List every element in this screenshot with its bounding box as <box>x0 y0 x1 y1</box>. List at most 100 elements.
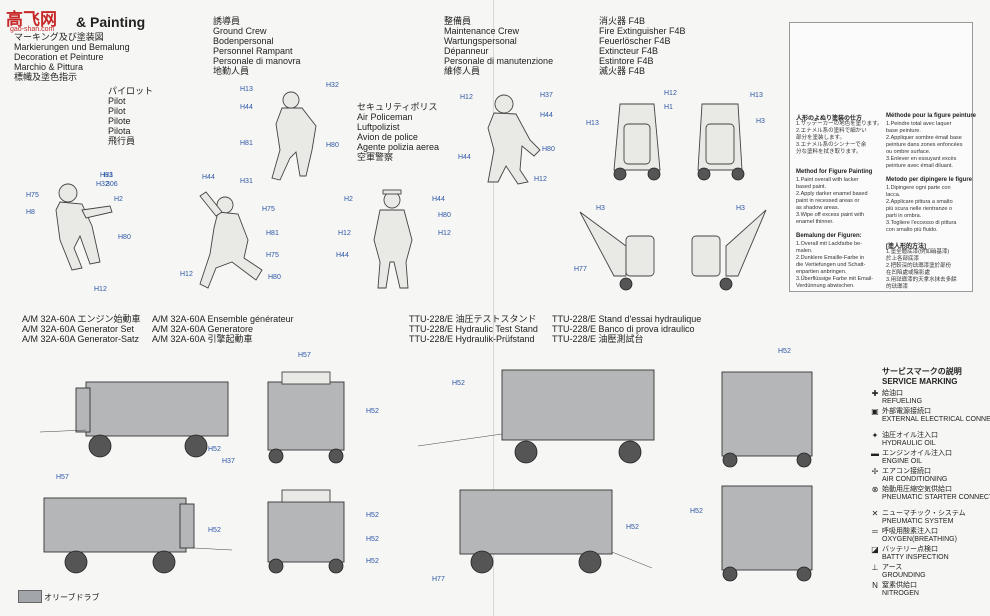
olive-drab-swatch <box>18 590 42 603</box>
service-marking-jp: 油圧オイル注入口 <box>882 432 938 439</box>
service-marking-en: ENGINE OIL <box>882 458 923 465</box>
instr-de-header: Bemalung der Figuren: <box>796 233 862 239</box>
instr-jp-line: 1.サッテーカーの地色を塗ります。 <box>796 121 883 127</box>
instr-it-header: Metodo per dipingere le figure <box>886 177 973 183</box>
hydraulic-test-stand-side-top <box>417 369 655 464</box>
maintenance-label: Personale di manutenzione <box>444 56 554 66</box>
pilot-label: Pilote <box>108 116 131 126</box>
ground-crew-label: Personale di manovra <box>213 56 301 66</box>
color-callout: H52 <box>626 524 639 531</box>
instr-cn-line: 1.塗全體底漆(例如硝基漆) <box>886 249 950 255</box>
generator-set-side-top <box>39 381 229 458</box>
instr-cn-line: 於上各部底漆 <box>886 256 920 262</box>
ground-crew-label: Ground Crew <box>213 26 267 36</box>
color-callout: H31 <box>240 178 253 185</box>
color-callout: H81 <box>266 230 279 237</box>
instr-de-line: enpartien anbringen. <box>796 269 847 275</box>
color-callout: H52 <box>366 512 379 519</box>
color-callout: H81 <box>240 140 253 147</box>
ground-crew-standing-figure <box>271 91 317 181</box>
header-line: 標幟及塗色指示 <box>14 72 78 82</box>
pneumatic-system-icon: ✕ <box>871 509 879 518</box>
service-marking-en: GROUNDING <box>882 572 926 579</box>
instr-en-header: Method for Figure Painting <box>796 169 873 175</box>
extinguisher-label: Extincteur F4B <box>599 46 659 56</box>
color-callout: H52 <box>208 446 221 453</box>
instr-jp-line: 3.エナメル系のシンナーで余 <box>796 142 867 148</box>
maintenance-label: 整備員 <box>444 16 472 26</box>
service-marking-jp: アース <box>882 564 903 571</box>
instr-de-line: die Vertiefungen und Schatt- <box>796 262 866 268</box>
refueling-icon: ✚ <box>871 389 879 398</box>
instr-de-line: 1.Overall mit Lackfarbe be- <box>796 241 863 247</box>
pilot-label: Pilot <box>108 106 126 116</box>
color-callout: H52 <box>208 527 221 534</box>
oxygen-icon: ═ <box>872 527 878 536</box>
instr-jp-line: 2.エナメル系の塗料で細かい <box>796 128 867 134</box>
instr-fr-header: Méthode pour la figure peinture <box>886 113 977 119</box>
instr-jp-line: 分な塗料を拭き取ります。 <box>796 149 862 155</box>
electrical-connection-icon: ▣ <box>871 407 879 416</box>
color-callout: H77 <box>574 266 587 273</box>
color-callout: H75 <box>262 206 275 213</box>
color-callout: H44 <box>336 252 349 259</box>
ground-crew-label: Bodenpersonal <box>213 36 274 46</box>
color-callout: H44 <box>202 174 215 181</box>
color-callout: H80 <box>326 142 339 149</box>
pilot-label: 飛行員 <box>108 136 136 146</box>
instr-en-line: 3.Wipe off excess paint with <box>796 212 865 218</box>
instr-it-line: 1.Dipingere ogni parte con <box>886 185 951 191</box>
ttu-label-right: TTU-228/E Stand d'essai hydraulique TTU-… <box>552 314 701 344</box>
color-callout: H8 <box>26 209 35 216</box>
instr-cn-line: 2.把較深的琺瑯漆塗於部份 <box>886 263 952 269</box>
pilot-label: Pilot <box>108 96 126 106</box>
instr-fr-line: base peinture. <box>886 128 921 134</box>
color-callout: H57 <box>298 352 311 359</box>
ttu-label: TTU-228/E 油圧テストスタンド <box>409 314 537 324</box>
instr-en-line: 1.Paint overall with lacker <box>796 177 859 183</box>
color-callout: H80 <box>438 212 451 219</box>
olive-drab-label: オリーブドラブ <box>44 593 100 602</box>
maintenance-label-block: 整備員 Maintenance Crew Wartungspersonal Dé… <box>444 16 553 76</box>
battery-inspection-icon: ◪ <box>871 545 879 554</box>
instr-it-line: 2.Applicare pittura a smalto <box>886 199 953 205</box>
ttu-label: TTU-228/E Banco di prova idraulico <box>552 324 695 334</box>
header-line: Decoration et Peinture <box>14 52 104 62</box>
color-callout: H44 <box>540 112 553 119</box>
color-callout: H44 <box>240 104 253 111</box>
fire-extinguisher-front <box>613 103 661 181</box>
fire-extinguisher-tilted-left <box>579 211 655 291</box>
service-marking-en: HYDRAULIC OIL <box>882 440 936 447</box>
instr-de-line: 3.Überflüssige Farbe mit Email- <box>796 276 874 282</box>
instr-fr-line: peinture avec émail diluant. <box>886 163 953 169</box>
service-marking-jp: エンジンオイル注入口 <box>882 450 952 457</box>
policeman-figure <box>373 189 413 289</box>
color-callout: H3 <box>596 205 605 212</box>
color-callout: H80 <box>268 274 281 281</box>
extinguisher-label: Estintore F4B <box>599 56 654 66</box>
service-marking-en: EXTERNAL ELECTRICAL CONNECTION <box>882 416 990 423</box>
pilot-figure <box>55 183 113 271</box>
color-callout: H32 <box>326 82 339 89</box>
engine-oil-icon: ▬ <box>871 449 879 458</box>
instr-en-line: 2.Apply darker enamel based <box>796 191 868 197</box>
ground-crew-label: 地勤人員 <box>213 66 250 76</box>
ground-crew-kneeling-figure <box>199 191 263 289</box>
color-callout: H12 <box>438 230 451 237</box>
color-callout: H44 <box>458 154 471 161</box>
instr-fr-line: 2.Appliquer sombre émail base <box>886 135 962 141</box>
color-callout: H12 <box>664 90 677 97</box>
service-marking-jp: ニューマチック・システム <box>882 510 966 517</box>
maintenance-crew-figure <box>487 94 541 185</box>
header-line: Marchio & Pittura <box>14 62 84 72</box>
maintenance-label: Maintenance Crew <box>444 26 520 36</box>
ground-crew-label: 誘導員 <box>213 16 241 26</box>
ground-crew-label: Personnel Rampant <box>213 46 293 56</box>
ground-crew-label-block: 誘導員 Ground Crew Bodenpersonal Personnel … <box>213 16 301 76</box>
color-callout: H3 <box>736 205 745 212</box>
color-callout: H57 <box>56 474 69 481</box>
color-callout: H75 <box>26 192 39 199</box>
watermark-url: gao-shan.com <box>10 26 55 33</box>
color-callout: H44 <box>432 196 445 203</box>
